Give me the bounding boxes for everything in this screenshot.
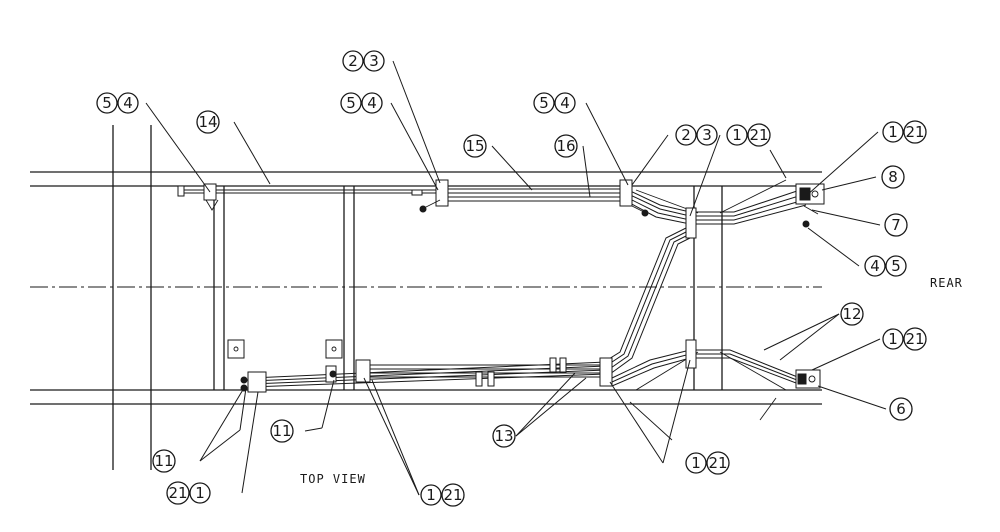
callout-1-21-top-center: 1 21 — [726, 123, 771, 147]
rear-label: REAR — [930, 276, 963, 290]
svg-text:5: 5 — [102, 94, 112, 112]
svg-text:6: 6 — [896, 400, 906, 418]
svg-text:21: 21 — [749, 126, 768, 144]
svg-text:2: 2 — [681, 126, 691, 144]
callout-1-21-right-mid: 1 21 — [882, 327, 927, 351]
svg-text:5: 5 — [539, 94, 549, 112]
svg-text:4: 4 — [123, 94, 133, 112]
svg-text:1: 1 — [732, 126, 742, 144]
top-view-label: TOP VIEW — [300, 472, 366, 486]
svg-text:4: 4 — [560, 94, 570, 112]
callout-11-left: 11 — [152, 449, 176, 473]
callout-5-4-front: 5 4 — [96, 92, 139, 114]
callout-7: 7 — [884, 213, 908, 237]
svg-text:8: 8 — [888, 168, 898, 186]
svg-text:16: 16 — [556, 137, 575, 155]
svg-text:14: 14 — [198, 113, 217, 131]
callout-13: 13 — [492, 424, 516, 448]
svg-text:1: 1 — [888, 123, 898, 141]
chassis-frame — [30, 125, 822, 470]
svg-text:3: 3 — [702, 126, 712, 144]
svg-text:3: 3 — [369, 52, 379, 70]
callout-15: 15 — [463, 134, 487, 158]
svg-text:1: 1 — [195, 484, 205, 502]
callout-1-21-bottom-center: 1 21 — [420, 483, 465, 507]
svg-text:1: 1 — [691, 454, 701, 472]
svg-text:15: 15 — [465, 137, 484, 155]
svg-text:5: 5 — [891, 257, 901, 275]
svg-text:5: 5 — [346, 94, 356, 112]
callout-2-3-right: 2 3 — [675, 124, 718, 146]
callouts: 5 4 14 2 3 5 4 15 16 5 4 2 — [96, 50, 927, 507]
callout-14: 14 — [196, 110, 220, 134]
svg-text:4: 4 — [870, 257, 880, 275]
callout-4-5: 4 5 — [864, 255, 907, 277]
callout-6: 6 — [889, 397, 913, 421]
leader-lines — [145, 60, 887, 496]
callout-5-4-right: 5 4 — [533, 92, 576, 114]
svg-text:4: 4 — [367, 94, 377, 112]
fittings — [177, 179, 825, 393]
svg-text:2: 2 — [348, 52, 358, 70]
svg-text:1: 1 — [888, 330, 898, 348]
svg-text:21: 21 — [905, 123, 924, 141]
svg-text:21: 21 — [168, 484, 187, 502]
callout-5-4-mid: 5 4 — [340, 92, 383, 114]
callout-12: 12 — [840, 302, 864, 326]
callout-1-21-top-right: 1 21 — [882, 120, 927, 144]
callout-21-1: 21 1 — [166, 481, 211, 505]
svg-text:11: 11 — [154, 452, 173, 470]
svg-text:7: 7 — [891, 216, 901, 234]
callout-2-3-left: 2 3 — [342, 50, 385, 72]
svg-text:11: 11 — [272, 422, 291, 440]
svg-text:12: 12 — [842, 305, 861, 323]
brake-lines — [180, 188, 807, 388]
svg-text:21: 21 — [905, 330, 924, 348]
callout-11-mid: 11 — [270, 419, 294, 443]
svg-text:1: 1 — [426, 486, 436, 504]
svg-text:13: 13 — [494, 427, 513, 445]
callout-16: 16 — [554, 134, 578, 158]
callout-1-21-bottom-right: 1 21 — [685, 451, 730, 475]
svg-text:21: 21 — [708, 454, 727, 472]
svg-text:21: 21 — [443, 486, 462, 504]
callout-8: 8 — [881, 165, 905, 189]
